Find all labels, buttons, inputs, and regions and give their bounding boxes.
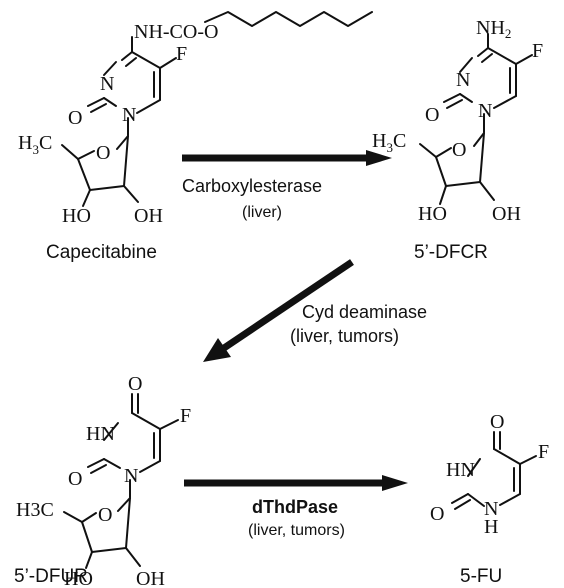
methyl-label: H3C	[16, 499, 54, 521]
compound-name-fu: 5-FU	[460, 566, 502, 587]
ring-nitrogen-label: N	[100, 73, 114, 95]
pyrimidine-ring	[443, 33, 533, 133]
hydroxyl-right-label: OH	[136, 568, 165, 588]
amine-group-label: NH2	[476, 17, 511, 41]
sugar-oxygen-label: O	[452, 139, 466, 161]
carbonyl-oxygen-label: O	[68, 468, 82, 490]
hydroxyl-left-label: HO	[64, 568, 93, 588]
enzyme-location: (liver, tumors)	[290, 326, 399, 346]
fluoro-label: F	[180, 405, 191, 427]
amide-group-label: NH-CO-O	[134, 21, 218, 43]
compound-dfur: O HN N O F O H3C HO OH	[16, 373, 191, 588]
ribose-ring	[419, 132, 495, 205]
compound-capecitabine: NH-CO-O N N O F O H3C HO OH Capecitabine	[18, 11, 373, 263]
compound-fu: O HN O F N H	[430, 411, 549, 538]
ring-nitrogen-label: N	[484, 498, 498, 520]
ring-nitrogen-1-label: N	[478, 100, 492, 122]
enzyme-cyd-deaminase: Cyd deaminase	[302, 302, 427, 322]
compound-name: 5’-DFCR	[414, 242, 488, 263]
enzyme-dthdpase: dThdPase	[252, 497, 338, 517]
pyrimidine-ring	[451, 431, 537, 510]
fluoro-label: F	[538, 441, 549, 463]
fluoro-label: F	[532, 40, 543, 62]
carbonyl-oxygen-label: O	[68, 107, 82, 129]
ribose-ring	[61, 135, 139, 207]
ribose-ring	[63, 497, 141, 569]
hydroxyl-left-label: HO	[418, 203, 447, 225]
methyl-label: H3C	[372, 130, 406, 155]
ring-hn-label: HN	[86, 423, 115, 445]
sugar-oxygen-label: O	[98, 504, 112, 526]
pentyl-chain	[204, 11, 373, 27]
ring-hydrogen-label: H	[484, 516, 498, 538]
hydroxyl-left-label: HO	[62, 205, 91, 227]
reaction-arrow-1	[182, 150, 392, 166]
ring-nitrogen-label: N	[456, 69, 470, 91]
hydroxyl-right-label: OH	[134, 205, 163, 227]
compound-name-dfur: 5’-DFUR	[14, 566, 88, 587]
top-oxygen-label: O	[128, 373, 142, 395]
enzyme-carboxylesterase: Carboxylesterase	[182, 176, 322, 196]
reaction-arrow-2	[203, 259, 354, 362]
enzyme-location: (liver)	[242, 204, 282, 221]
fluoro-label: F	[176, 43, 187, 65]
enzyme-location: (liver, tumors)	[248, 522, 345, 539]
ring-hn-label: HN	[446, 459, 475, 481]
carbonyl-oxygen-label: O	[425, 104, 439, 126]
reaction-arrow-3	[184, 475, 408, 491]
ring-nitrogen-1-label: N	[124, 465, 138, 487]
carbonyl-oxygen-label: O	[430, 503, 444, 525]
pyrimidine-ring	[87, 393, 179, 498]
hydroxyl-right-label: OH	[492, 203, 521, 225]
methyl-label: H3C	[18, 132, 52, 157]
pyrimidine-ring	[87, 36, 177, 136]
ring-nitrogen-1-label: N	[122, 104, 136, 126]
top-oxygen-label: O	[490, 411, 504, 433]
compound-name: Capecitabine	[46, 242, 157, 263]
sugar-oxygen-label: O	[96, 142, 110, 164]
compound-dfcr: NH2 N N O F O H3C HO OH 5’-DFCR	[372, 17, 543, 263]
